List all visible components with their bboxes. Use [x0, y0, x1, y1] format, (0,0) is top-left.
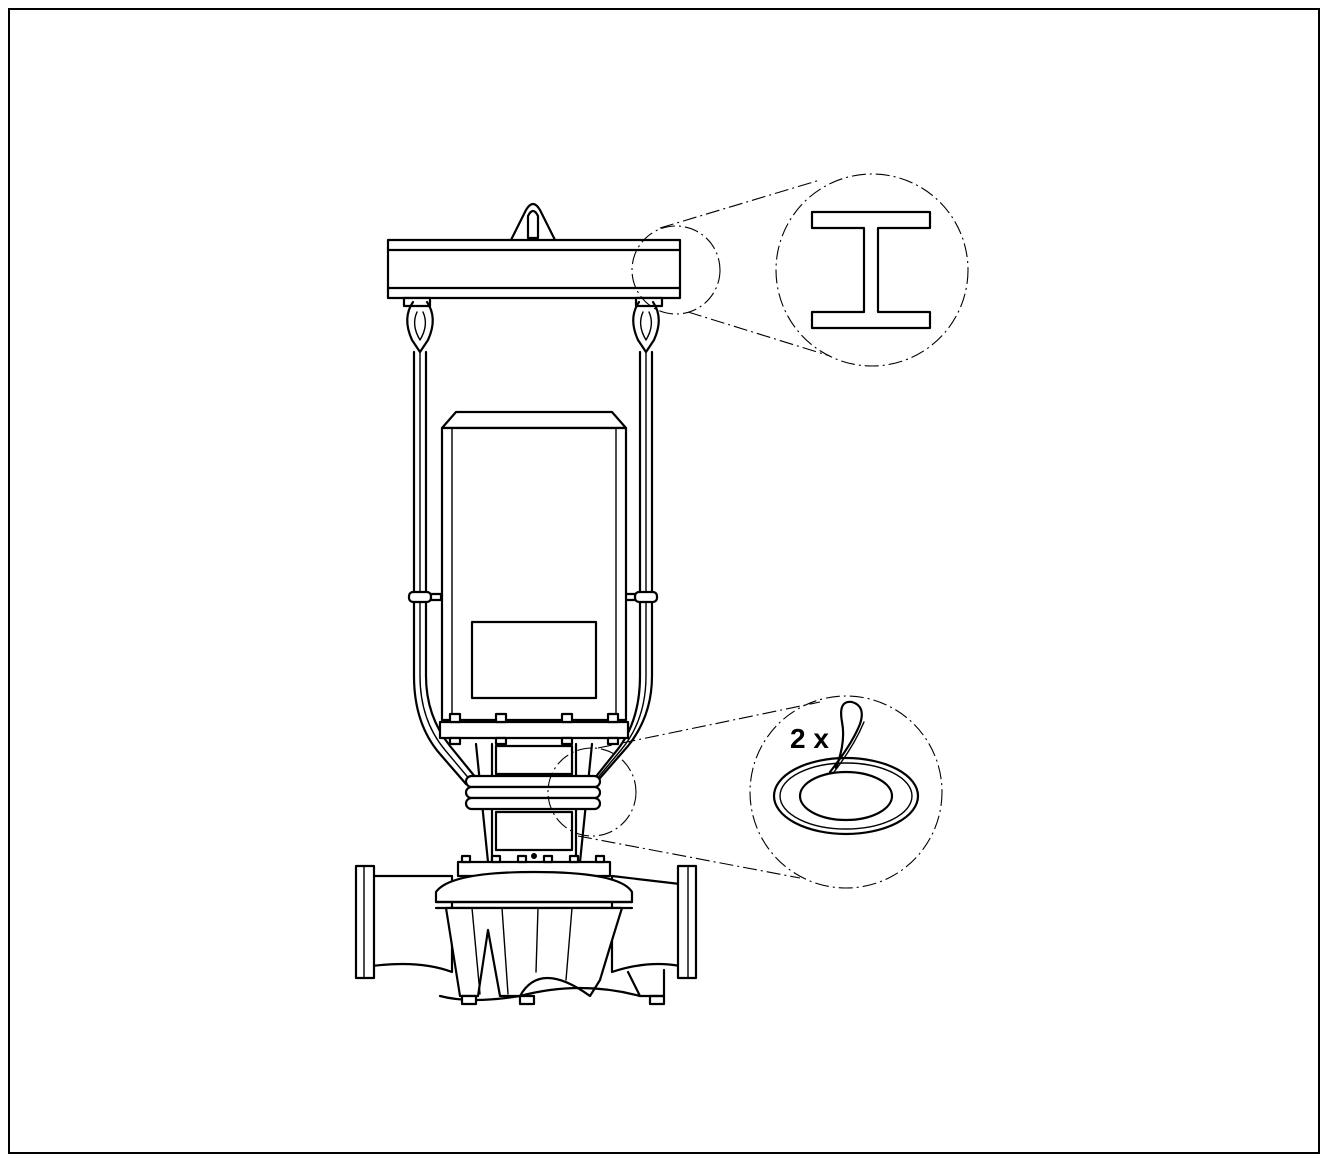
right-sling [588, 350, 659, 786]
nameplate [470, 620, 598, 700]
spreader-beam [386, 238, 682, 308]
lifting-lug [508, 202, 558, 244]
sling-quantity-label: 2 x [790, 723, 829, 754]
motor-flange [438, 712, 630, 746]
sling-detail-callout: 2 x [547, 695, 943, 889]
coupling-housing [474, 742, 594, 864]
left-sling [407, 350, 478, 786]
pump-casing [354, 854, 698, 1006]
beam-detail-callout [631, 173, 969, 367]
right-shackle [632, 300, 660, 354]
motor [440, 410, 628, 722]
left-shackle [406, 300, 434, 354]
flange-bolt [448, 712, 620, 746]
i-beam-section-icon [810, 210, 932, 330]
pump-feet [460, 994, 666, 1006]
sling-loop-icon [772, 700, 920, 836]
sling-wraps [464, 774, 602, 811]
